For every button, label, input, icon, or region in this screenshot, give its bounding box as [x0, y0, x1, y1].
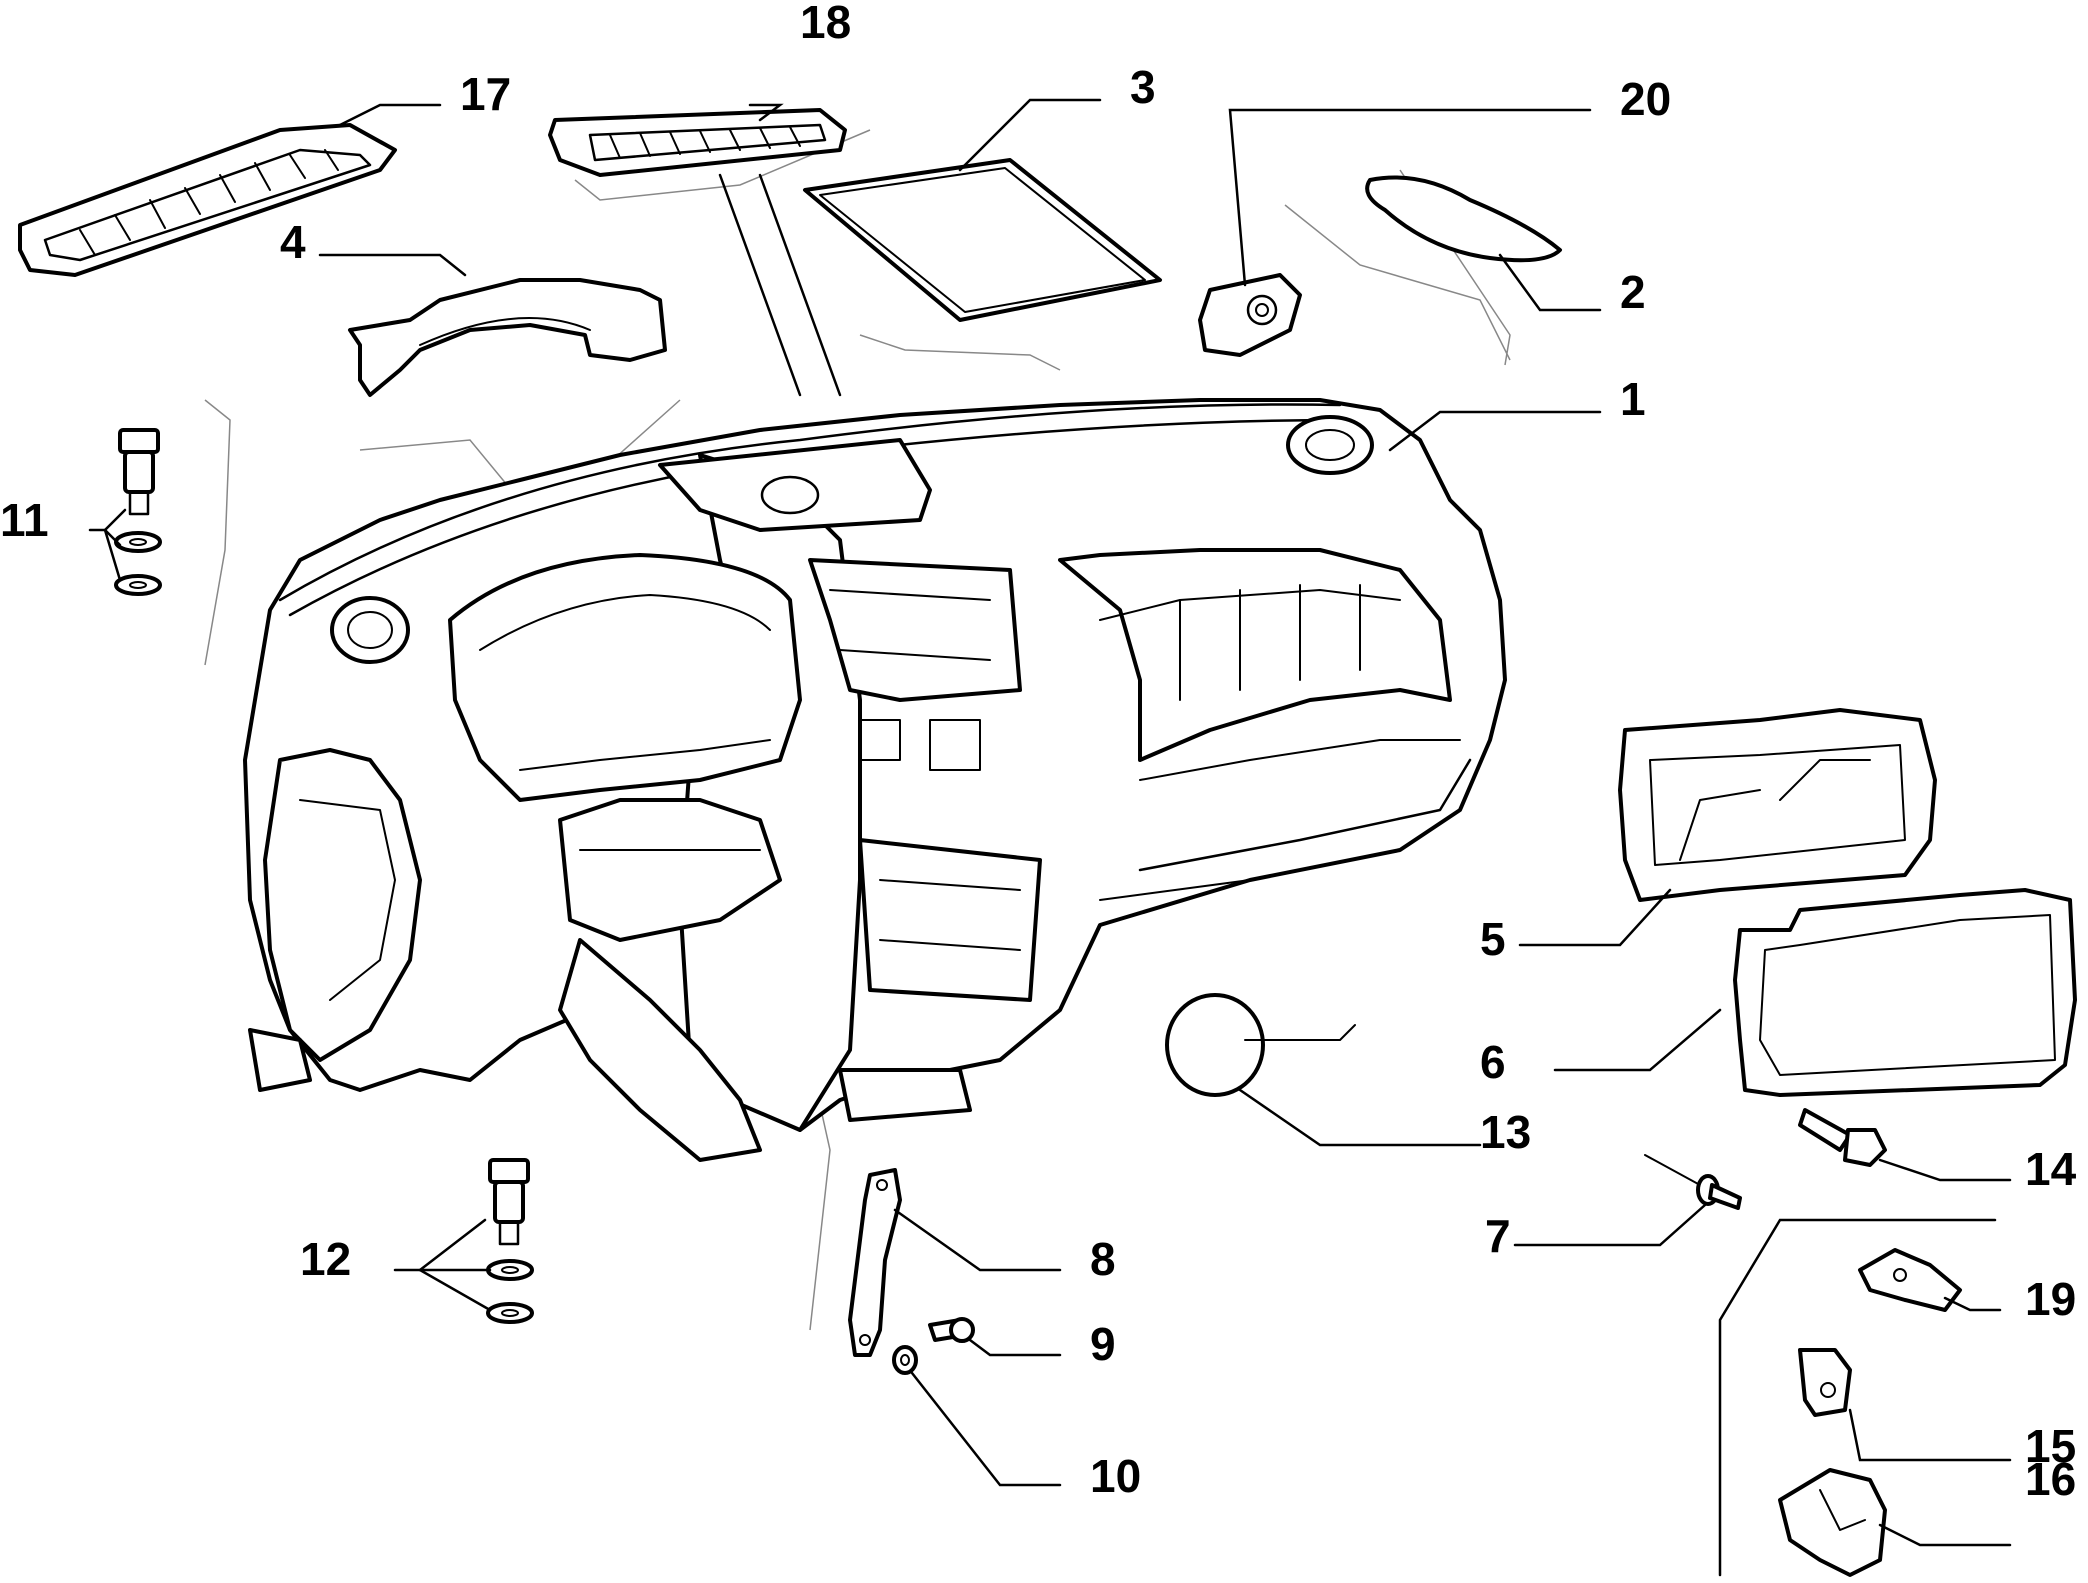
bolt-9 [928, 1317, 975, 1343]
callout-15: 15 [2025, 1420, 2076, 1472]
air-vent-grille-18 [548, 108, 847, 177]
screw-14 [1798, 1108, 1887, 1167]
dashboard-main-body [243, 398, 1507, 1162]
support-bracket-8 [848, 1168, 902, 1357]
callout-10: 10 [1090, 1450, 1141, 1502]
callout-14: 14 [2025, 1143, 2077, 1195]
callout-13: 13 [1480, 1106, 1531, 1158]
callout-18: 18 [800, 0, 851, 48]
retaining-clip-15 [1798, 1348, 1852, 1417]
washer-10 [892, 1345, 918, 1375]
callout-labels: 1 2 3 4 5 6 7 8 9 10 11 12 13 14 15 16 1… [0, 0, 2077, 1505]
spring-clip-19 [1858, 1248, 1962, 1312]
fastening-clip-16 [1778, 1468, 1887, 1577]
callout-3: 3 [1130, 61, 1156, 113]
glove-box-seal-6 [1733, 888, 2077, 1097]
callout-8: 8 [1090, 1233, 1116, 1285]
bolt-washer-set-12 [486, 1158, 534, 1324]
callout-17: 17 [460, 68, 511, 120]
glove-box-frame-5 [1618, 708, 1937, 902]
callout-20: 20 [1620, 73, 1671, 125]
clip-bracket-20 [1198, 273, 1302, 357]
callout-19: 19 [2025, 1273, 2076, 1325]
top-cover-panel-3 [803, 158, 1162, 322]
callout-9: 9 [1090, 1318, 1116, 1370]
rivet-7 [1644, 1154, 1742, 1210]
leader-lines [88, 98, 2012, 1577]
round-cover-cap-13 [1165, 993, 1356, 1097]
callout-7: 7 [1485, 1210, 1511, 1262]
callout-5: 5 [1480, 913, 1506, 965]
callout-2: 2 [1620, 266, 1646, 318]
speaker-grille-cover-2 [1365, 175, 1562, 263]
callout-4: 4 [280, 216, 306, 268]
instrument-cover-trim-4 [348, 278, 667, 397]
callout-11: 11 [0, 494, 49, 546]
callout-6: 6 [1480, 1036, 1506, 1088]
air-vent-grille-17 [18, 123, 397, 277]
callout-1: 1 [1620, 373, 1646, 425]
callout-16: 16 [2025, 1453, 2076, 1505]
callout-12: 12 [300, 1233, 351, 1285]
